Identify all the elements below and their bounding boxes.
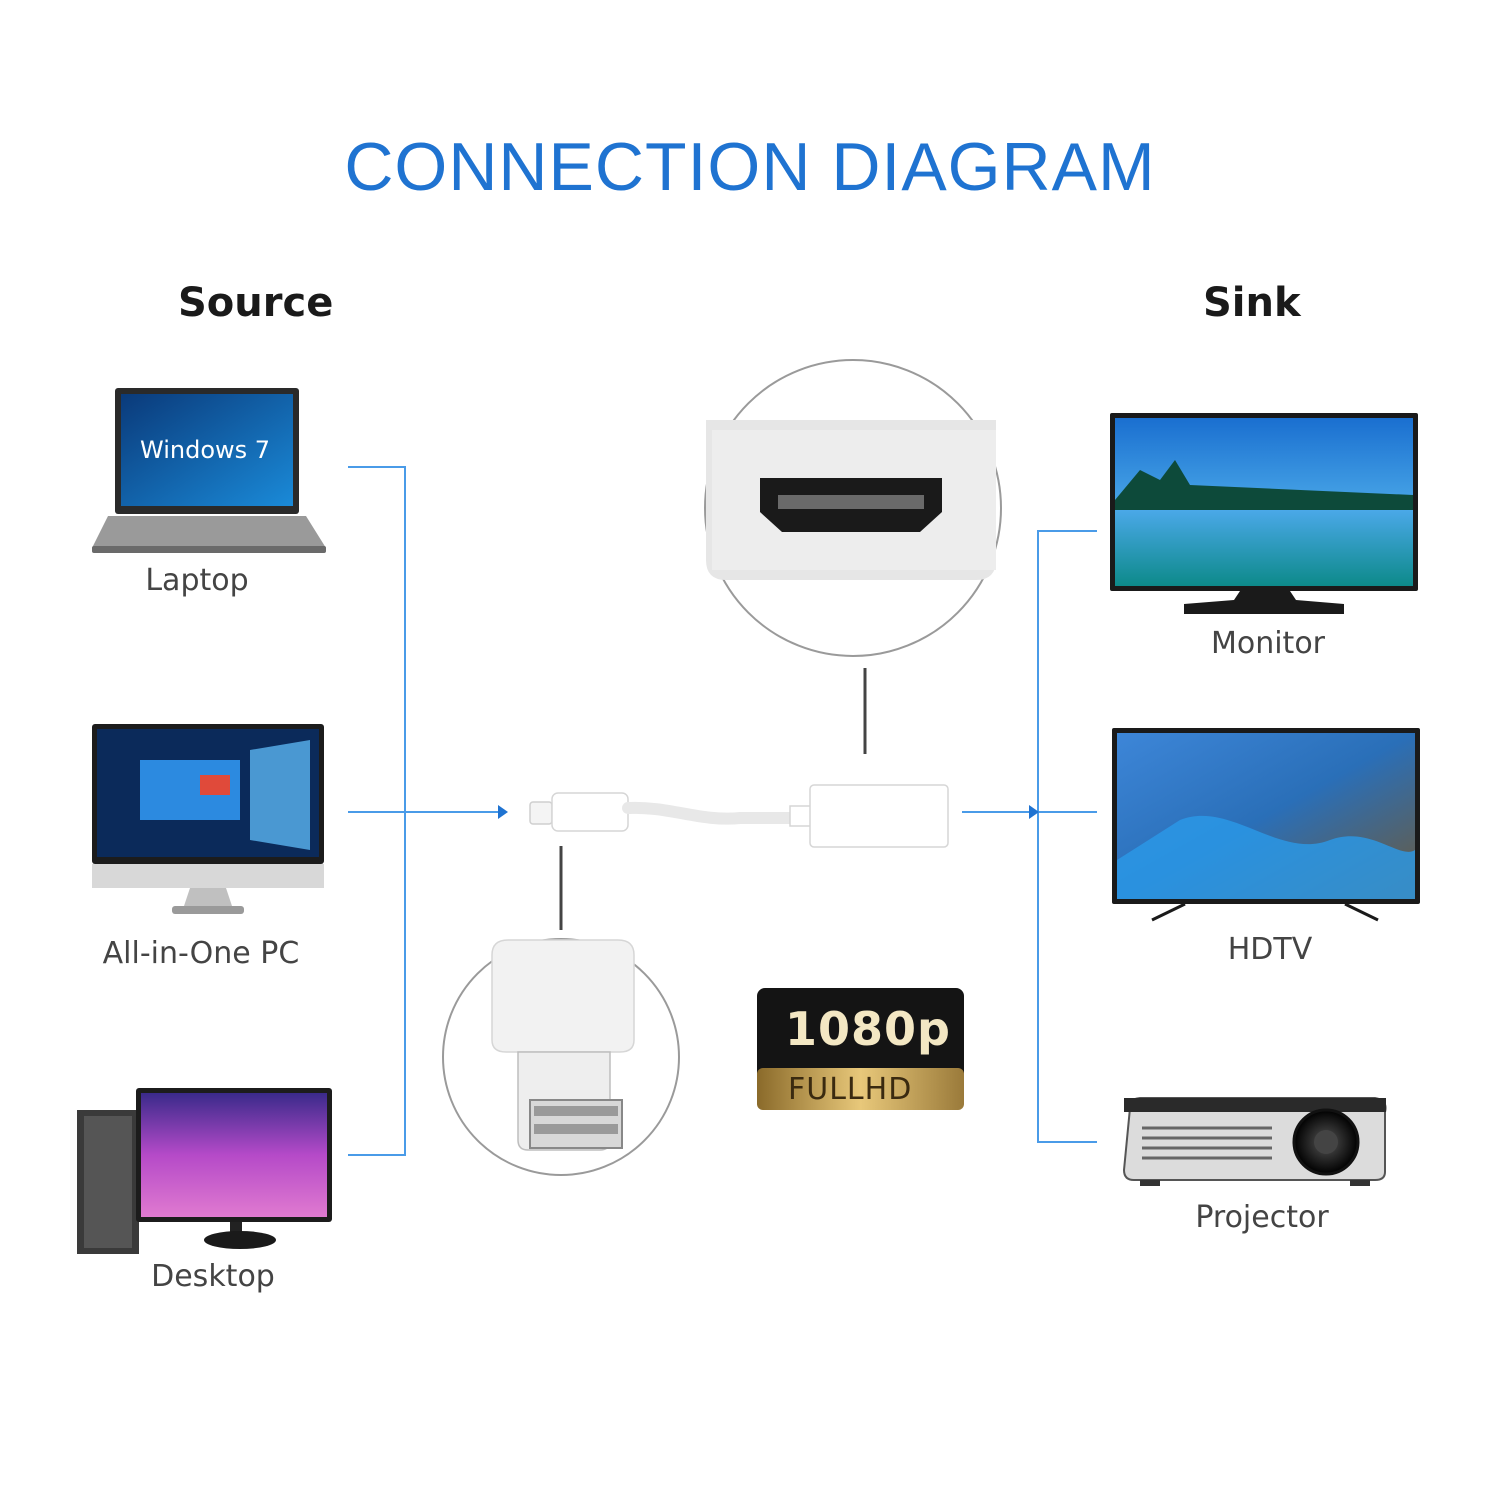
all-in-one-pc-label: All-in-One PC (102, 936, 300, 971)
laptop-label: Laptop (145, 563, 249, 598)
hdtv-label: HDTV (1227, 932, 1313, 967)
sink-heading: Sink (1203, 280, 1301, 326)
source-arrow-icon (498, 805, 508, 819)
fullhd-badge (757, 988, 964, 1110)
sink-arrow-icon (1029, 805, 1039, 819)
desktop-label: Desktop (151, 1259, 275, 1294)
hdmi-port-zoom (704, 359, 1002, 657)
monitor-icon (1110, 413, 1418, 614)
minidp-plug-icon (529, 1099, 623, 1149)
all-in-one-pc-icon (92, 724, 324, 914)
mini-displayport-to-hdmi-adapter (529, 784, 949, 848)
projector-icon (1122, 1097, 1387, 1186)
minidp-plug-zoom (442, 938, 680, 1176)
source-heading: Source (178, 280, 334, 326)
projector-label: Projector (1195, 1200, 1329, 1235)
hdtv-icon (1112, 728, 1420, 922)
laptop-icon: Windows 7 (92, 388, 326, 553)
monitor-label: Monitor (1210, 626, 1326, 661)
source-connector-lines (348, 466, 498, 1156)
diagram-title: CONNECTION DIAGRAM (344, 129, 1156, 205)
badge-resolution: 1080p (785, 1002, 951, 1056)
sink-connector-lines (962, 530, 1097, 1143)
laptop-screen-text: Windows 7 (140, 436, 270, 464)
desktop-icon (77, 1088, 332, 1254)
badge-fullhd: FULLHD (788, 1072, 913, 1107)
